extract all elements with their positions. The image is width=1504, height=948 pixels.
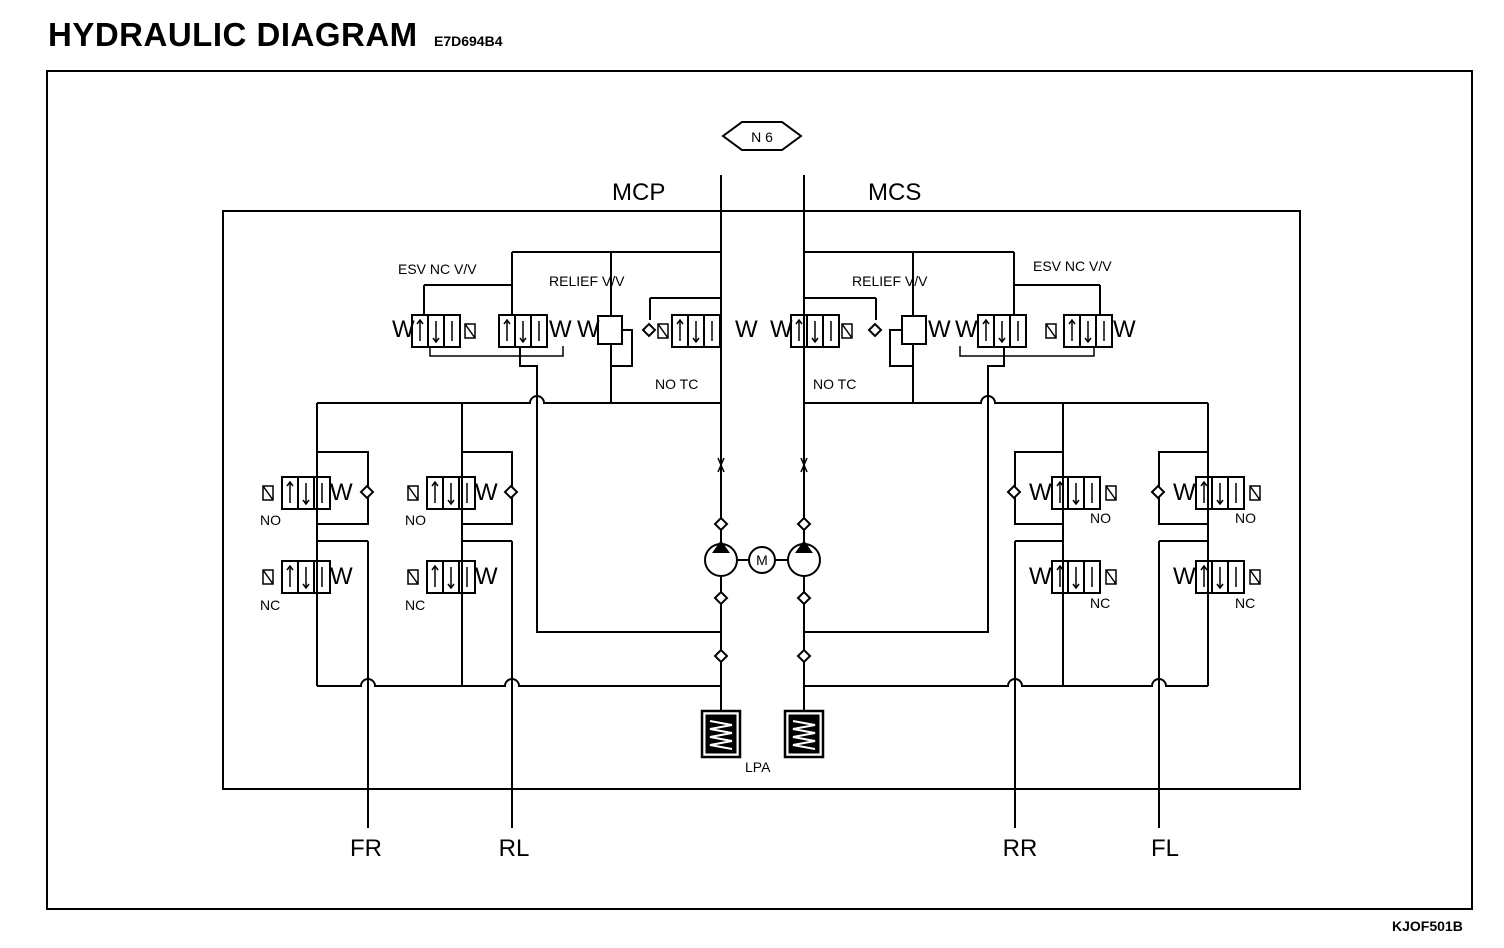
supply-line-left (317, 395, 721, 404)
outlet-line-left (317, 678, 721, 687)
figure-id: KJOF501B (1392, 918, 1463, 934)
coil-w: W (955, 316, 978, 343)
coil-w: W (735, 316, 758, 343)
coil-w: W (475, 563, 498, 590)
mcs-label: MCS (868, 179, 921, 206)
port-label-fl: FL (1151, 835, 1179, 862)
accumulator-right (783, 709, 825, 759)
no-label: NO (260, 512, 281, 528)
valve-group-left (411, 251, 722, 403)
wheel-valves-left (262, 403, 518, 686)
port-label-fr: FR (350, 835, 382, 862)
outlet-line-right (804, 678, 1208, 687)
return-line-right (804, 400, 989, 633)
coil-w: W (330, 563, 353, 590)
note-symbol-text: N 6 (751, 129, 773, 145)
coil-w: W (549, 316, 572, 343)
coil-w: W (1173, 563, 1196, 590)
return-line-left (536, 400, 721, 633)
coil-w: W (1173, 479, 1196, 506)
no-label: NO (1235, 510, 1256, 526)
coil-w: W (577, 316, 600, 343)
port-label-rl: RL (499, 835, 530, 862)
coil-w: W (770, 316, 793, 343)
coil-w: W (1113, 316, 1136, 343)
document-code: E7D694B4 (434, 33, 503, 49)
pump-motor-unit (704, 517, 821, 663)
esv-label-right: ESV NC V/V (1033, 258, 1112, 274)
supply-line-right (804, 395, 1208, 404)
accumulator-label: LPA (745, 759, 771, 775)
nc-label: NC (1090, 595, 1110, 611)
esv-label-left: ESV NC V/V (398, 261, 477, 277)
coil-w: W (475, 479, 498, 506)
wheel-valves-right (1007, 403, 1261, 686)
coil-w: W (1029, 563, 1052, 590)
note-symbol (721, 121, 803, 151)
nc-label: NC (405, 597, 425, 613)
nc-label: NC (260, 597, 280, 613)
outer-frame (46, 70, 1473, 910)
accumulator-left (700, 709, 742, 759)
no-label: NO (1090, 510, 1111, 526)
tc-label-right: NO TC (813, 376, 856, 392)
coil-w: W (928, 316, 951, 343)
nc-label: NC (1235, 595, 1255, 611)
relief-valve-right (901, 315, 927, 345)
mcp-label: MCP (612, 179, 665, 206)
coil-w: W (392, 316, 415, 343)
relief-label-right: RELIEF V/V (852, 273, 928, 289)
tc-label-left: NO TC (655, 376, 698, 392)
coil-w: W (330, 479, 353, 506)
motor-label: M (756, 552, 768, 568)
relief-label-left: RELIEF V/V (549, 273, 625, 289)
port-label-rr: RR (1003, 835, 1038, 862)
page-title: HYDRAULIC DIAGRAM (48, 16, 418, 53)
modulator-block (222, 210, 1301, 790)
valve-group-right (790, 251, 1113, 403)
no-label: NO (405, 512, 426, 528)
relief-valve-left (597, 315, 623, 345)
coil-w: W (1029, 479, 1052, 506)
